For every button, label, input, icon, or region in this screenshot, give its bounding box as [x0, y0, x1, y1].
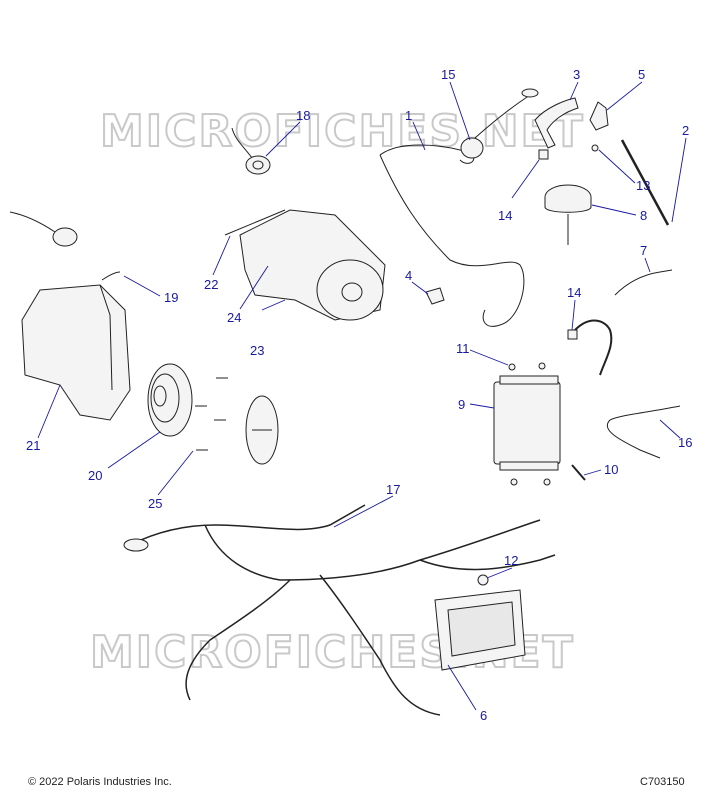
- callout-1: 1: [405, 108, 412, 123]
- callout-18: 18: [296, 108, 310, 123]
- part-5-antenna-base: [589, 101, 609, 131]
- part-21-speaker-enclosure: [21, 271, 131, 421]
- callout-23: 23: [250, 343, 264, 358]
- part-14-bolt: [538, 149, 549, 160]
- part-17-main-harness: [123, 504, 556, 716]
- watermark-top: MICROFICHES.NET: [100, 106, 585, 157]
- callout-5: 5: [638, 67, 645, 82]
- callout-8: 8: [640, 208, 647, 223]
- callout-13: 13: [636, 178, 650, 193]
- callout-labels: 1 2 3 4 5 6 7 8 9 10 11 12 13 14 14 15 1…: [26, 67, 692, 723]
- part-screws: [195, 377, 228, 451]
- copyright-text: © 2022 Polaris Industries Inc.: [28, 776, 172, 788]
- part-8-gps-puck: [544, 184, 592, 245]
- leader-lines: [37, 81, 687, 711]
- callout-16: 16: [678, 435, 692, 450]
- part-16-harness: [607, 405, 681, 459]
- callout-20: 20: [88, 468, 102, 483]
- callout-19: 19: [164, 290, 178, 305]
- part-10-bolt: [571, 464, 586, 481]
- callout-10: 10: [604, 462, 618, 477]
- callout-4: 4: [405, 268, 412, 283]
- callout-9: 9: [458, 397, 465, 412]
- part-2-antenna-mast: [620, 139, 670, 226]
- part-4-clip: [425, 287, 445, 305]
- part-13-nut: [591, 144, 599, 152]
- part-1-antenna-cable: [379, 88, 539, 327]
- callout-12: 12: [504, 553, 518, 568]
- part-20-speaker: [147, 363, 193, 437]
- drawing-id: C703150: [640, 776, 685, 788]
- part-7-harness: [614, 269, 673, 296]
- callout-21: 21: [26, 438, 40, 453]
- part-harness-loop: [574, 319, 613, 376]
- part-23-speaker-housing: [224, 209, 386, 321]
- part-12-grommet: [477, 574, 489, 586]
- callout-25: 25: [148, 496, 162, 511]
- part-6-display: [434, 589, 526, 671]
- callout-15: 15: [441, 67, 455, 82]
- part-18-connector: [231, 127, 271, 175]
- callout-17: 17: [386, 482, 400, 497]
- part-connector-left: [9, 211, 78, 247]
- callout-22: 22: [204, 277, 218, 292]
- callout-2: 2: [682, 123, 689, 138]
- part-14-bolt-lower: [567, 329, 578, 340]
- callout-14: 14: [498, 208, 512, 223]
- part-3-bracket: [534, 97, 579, 149]
- part-9-module: [493, 375, 561, 471]
- callout-6: 6: [480, 708, 487, 723]
- callout-24: 24: [227, 310, 241, 325]
- callout-11: 11: [456, 341, 470, 356]
- part-11-nuts: [508, 362, 551, 486]
- callout-14-lower: 14: [567, 285, 581, 300]
- callout-7: 7: [640, 243, 647, 258]
- part-speaker-grille: [245, 395, 279, 465]
- callout-3: 3: [573, 67, 580, 82]
